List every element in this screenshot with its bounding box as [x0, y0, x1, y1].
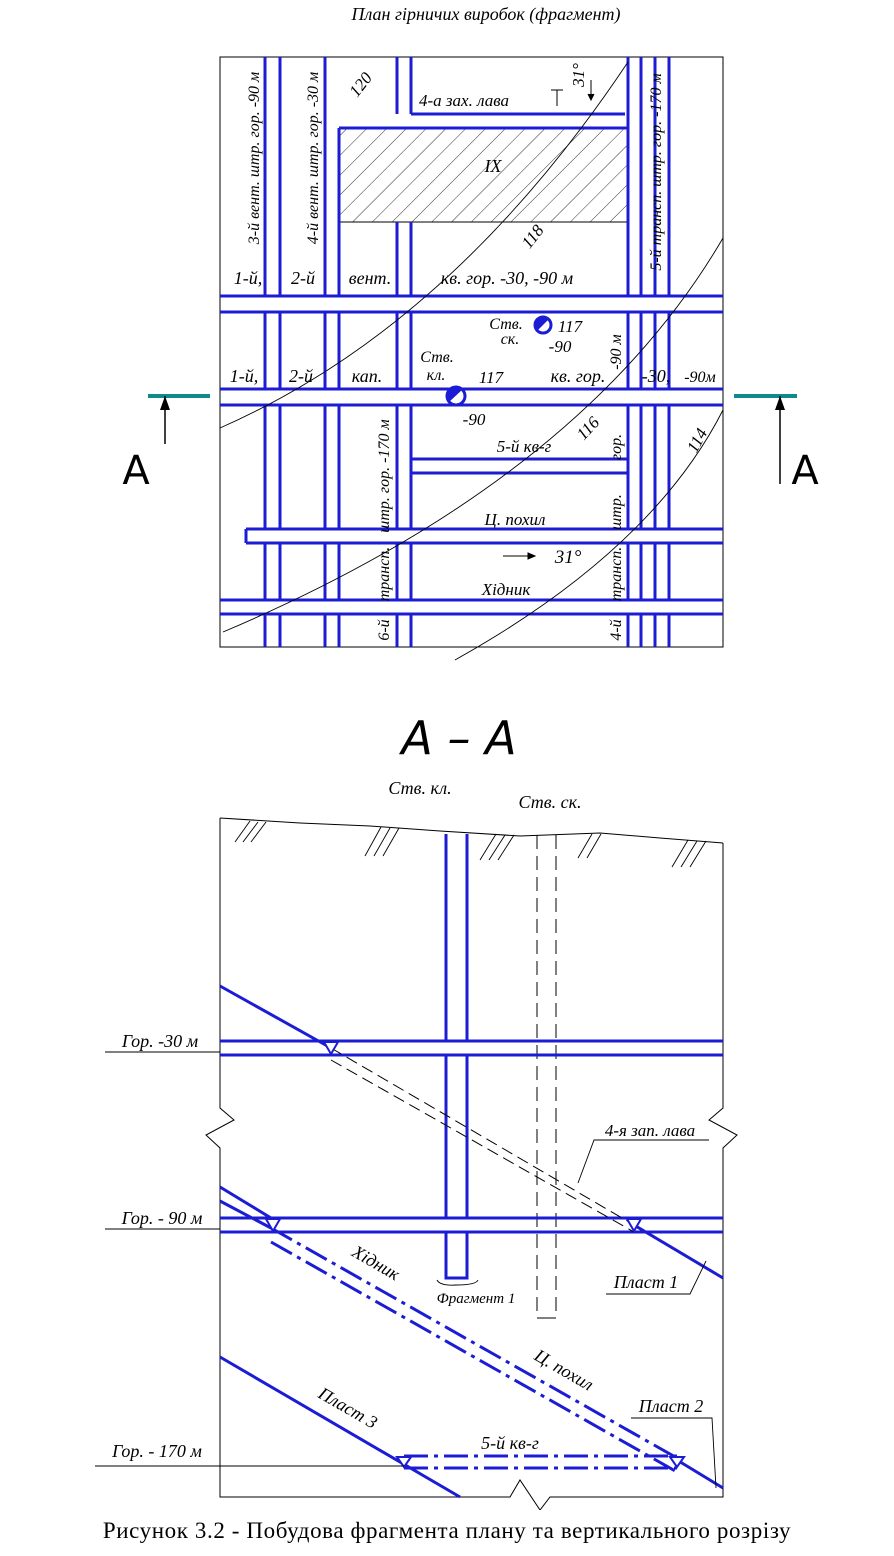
vert-label-mid-upper: штр. гор. -170 м: [376, 419, 393, 532]
row2-label-5: -30,: [642, 366, 671, 386]
lava4-label: 4-я зап. лава: [605, 1121, 695, 1140]
contour-label-120: 120: [345, 68, 376, 100]
section-marker-left: [148, 394, 210, 444]
seam-1: [219, 984, 724, 1280]
ground-hatch: [234, 820, 707, 868]
level-label-170: Гор. - 170 м: [111, 1441, 202, 1461]
plan-frame: [219, 56, 724, 648]
section-marker-right-letter: A: [791, 448, 819, 494]
skip-shaft-label-1: Ств.: [489, 316, 522, 333]
vert-label-r-lower-1: 4-й: [608, 619, 625, 640]
row2-label-3: кап.: [352, 366, 382, 386]
figure-caption: Рисунок 3.2 - Побудова фрагмента плану т…: [102, 1518, 792, 1543]
contour-label-114: 114: [683, 425, 711, 456]
kv5-label: 5-й кв-г: [497, 437, 552, 456]
row2-label-1: 1-й,: [230, 366, 259, 386]
seam-3-label: Пласт 3: [314, 1383, 381, 1433]
top-drift-label: 4-а зах. лава: [419, 91, 509, 110]
cage-shaft-label-2: кл.: [427, 367, 446, 384]
intersection-markers: [264, 1041, 686, 1469]
vert-label-r-upper-3: штр.: [608, 494, 625, 530]
row1-label-2: 2-й: [291, 268, 315, 288]
ground-surface: [219, 817, 724, 844]
vert-label-r-upper-1: -90 м: [608, 334, 625, 370]
seam-3: [219, 1355, 461, 1499]
plan-title: План гірничих виробок (фрагмент): [350, 4, 620, 25]
fragment-label: Фрагмент 1: [437, 1291, 516, 1307]
level-label-30: Гор. -30 м: [121, 1031, 199, 1051]
section-kv5: [404, 1454, 677, 1470]
incline-label: Ц. похил: [484, 510, 546, 529]
vert-label-4-vent: 4-й вент. штр. гор. -30 м: [305, 72, 322, 244]
section-skip-shaft: [536, 835, 557, 1318]
skip-shaft-label-2: ск.: [501, 331, 520, 348]
section-incline-label: Ц. похил: [530, 1345, 597, 1395]
row2-label-2: 2-й: [289, 366, 313, 386]
skip-shaft-depth: -90: [549, 337, 572, 356]
fragment-bracket: [436, 1279, 479, 1286]
contour-label-116: 116: [573, 413, 604, 444]
vert-label-5-transp: 5-й трансп. штр. гор. -170 м: [648, 73, 665, 270]
section-kv5-label: 5-й кв-г: [481, 1433, 539, 1453]
vert-label-mid-lower-2: трансп.: [376, 547, 393, 602]
section-cage-shaft: [444, 834, 469, 1280]
dip-arrow-bottom: [503, 552, 537, 560]
section-skip-label: Ств. ск.: [519, 792, 582, 812]
seam-2-label: Пласт 2: [638, 1396, 704, 1416]
level-label-90: Гор. - 90 м: [121, 1208, 203, 1228]
row1-label-4: кв. гор. -30, -90 м: [441, 268, 574, 288]
contour-lines: [219, 61, 724, 661]
section-marker-right: [734, 394, 797, 484]
section-marker-left-letter: A: [122, 448, 150, 494]
dip-angle-bottom: 31°: [554, 547, 582, 568]
section-frame: [205, 818, 738, 1510]
vert-label-mid-lower-1: 6-й: [376, 619, 393, 640]
cage-shaft-label-1: Ств.: [420, 349, 453, 366]
cage-shaft-elevation: 117: [479, 368, 505, 387]
mine-drawing: План гірничих виробок (фрагмент) IX: [95, 4, 819, 1510]
vert-label-r-lower-2: трансп.: [608, 547, 625, 602]
row1-label-1: 1-й,: [234, 268, 263, 288]
row2-label-6: -90м: [684, 369, 716, 386]
block-label: IX: [484, 156, 503, 176]
skip-shaft-elevation: 117: [558, 317, 584, 336]
row1-label-3: вент.: [349, 268, 391, 288]
lava4-leader: [577, 1139, 709, 1184]
row2-label-4: кв. гор.: [551, 366, 606, 386]
level-leaders: [95, 1051, 404, 1467]
section-khidnyk-label: Хідник: [348, 1241, 404, 1285]
contour-label-118: 118: [518, 221, 548, 252]
section-title: А – А: [398, 711, 516, 765]
section-cage-label: Ств. кл.: [388, 778, 451, 798]
dip-angle-top: 31°: [569, 63, 588, 88]
vert-label-r-upper-2: гор.: [608, 434, 625, 460]
seam-1-label: Пласт 1: [613, 1272, 679, 1292]
cage-shaft-depth: -90: [463, 410, 486, 429]
vert-label-3-vent: 3-й вент. штр. гор. -90 м: [246, 72, 263, 245]
skip-shaft-symbol: [533, 315, 553, 335]
khidnyk-label: Хідник: [481, 580, 532, 599]
seam-leaders: [606, 1260, 717, 1489]
plan-workings: [220, 57, 723, 647]
cage-shaft-symbol: [445, 385, 467, 407]
dip-symbol-top: [551, 80, 595, 106]
